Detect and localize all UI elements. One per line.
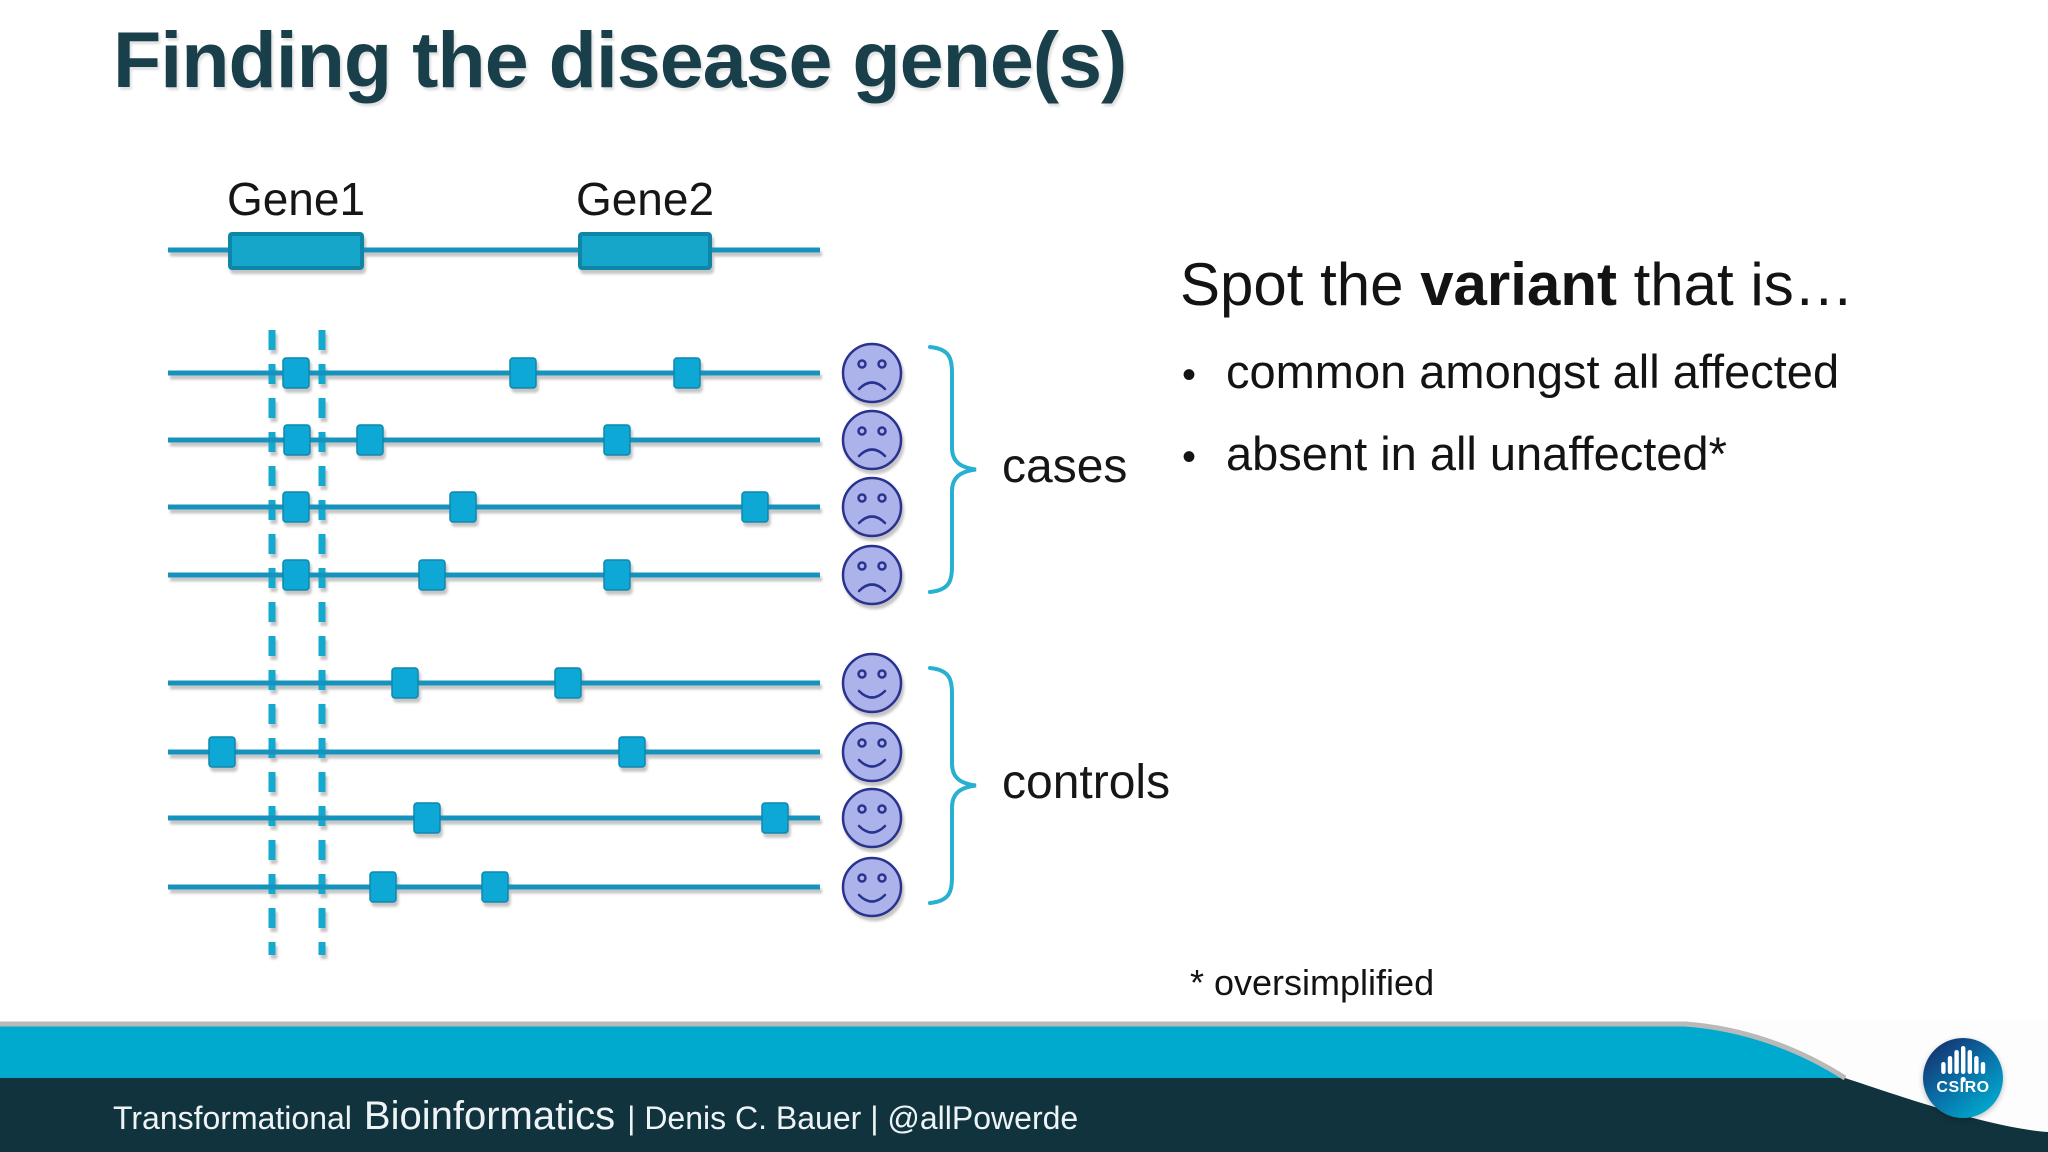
oversimplified-footnote: * oversimplified	[1190, 962, 1435, 1003]
gene-label: Gene2	[576, 173, 714, 225]
gene-box	[228, 232, 364, 270]
variant-marker	[413, 802, 441, 834]
happy-face-icon	[841, 787, 903, 849]
spot-the-variant-heading: Spot the variant that is…	[1180, 250, 1854, 319]
csiro-crest-icon	[1941, 1046, 1986, 1083]
happy-face-icon	[841, 652, 903, 714]
variant-marker	[282, 491, 310, 523]
footer-team-name: Transformational	[113, 1100, 352, 1136]
variant-marker	[369, 871, 397, 903]
page-title: Finding the disease gene(s)	[113, 15, 1127, 104]
variant-marker	[741, 491, 769, 523]
heading-post: that is…	[1616, 251, 1854, 318]
controls-label: controls	[1002, 756, 1170, 809]
variant-marker	[618, 736, 646, 768]
variant-marker	[761, 802, 789, 834]
variant-marker	[208, 736, 236, 768]
sad-face-icon	[841, 342, 903, 404]
diagram-body	[168, 232, 903, 955]
bullet-text-common: common amongst all affected	[1226, 345, 1840, 398]
happy-face-icon	[841, 721, 903, 783]
heading-pre: Spot the	[1180, 251, 1421, 318]
bullet-dot: •	[1182, 435, 1197, 479]
cases-bracket	[928, 345, 977, 594]
sad-face-icon	[841, 476, 903, 538]
footer-author-handle: | Denis C. Bauer | @allPowerde	[627, 1100, 1079, 1136]
happy-face-icon	[841, 856, 903, 918]
criteria-bullet-list: • common amongst all affected • absent i…	[1182, 344, 1839, 508]
variant-marker	[282, 357, 310, 389]
variant-marker	[673, 357, 701, 389]
footer-dark-band	[0, 1078, 2048, 1152]
csiro-logo-label: CSIRO	[1936, 1079, 1990, 1096]
footer-gray-trim	[0, 1021, 1847, 1081]
footer-wave-decoration	[0, 1020, 2048, 1152]
variant-marker	[554, 667, 582, 699]
variant-marker	[509, 357, 537, 389]
variant-marker	[481, 871, 509, 903]
gene-association-diagram: Gene1 Gene2 cases controls	[168, 173, 1170, 955]
variant-marker	[391, 667, 419, 699]
heading-bold-variant: variant	[1420, 251, 1617, 318]
variant-marker	[418, 559, 446, 591]
footer-cyan-band	[0, 1026, 2048, 1080]
variant-marker	[603, 424, 631, 456]
footer-credit: Transformational Bioinformatics | Denis …	[113, 1094, 1078, 1139]
controls-bracket	[928, 666, 977, 905]
footer-team-name-large: Bioinformatics	[363, 1094, 616, 1138]
sad-face-icon	[841, 544, 903, 606]
sad-face-icon	[841, 409, 903, 471]
bullet-text-absent: absent in all unaffected*	[1226, 427, 1727, 480]
gene-box	[578, 232, 712, 270]
variant-marker	[282, 559, 310, 591]
bullet-item-common: • common amongst all affected	[1182, 344, 1839, 426]
cases-label: cases	[1002, 440, 1127, 493]
variant-marker	[603, 559, 631, 591]
variant-marker	[356, 424, 384, 456]
variant-marker	[283, 424, 311, 456]
bullet-dot: •	[1182, 353, 1197, 397]
bullet-item-absent: • absent in all unaffected*	[1182, 426, 1839, 508]
variant-marker	[449, 491, 477, 523]
gene-label: Gene1	[227, 173, 365, 225]
csiro-logo: CSIRO	[1923, 1038, 2003, 1118]
